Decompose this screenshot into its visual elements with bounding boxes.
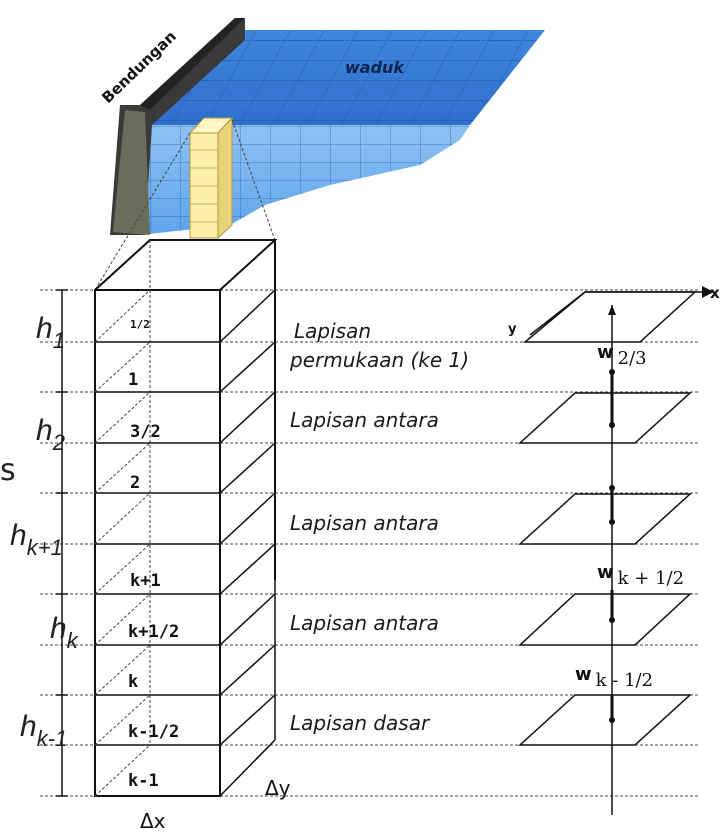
reservoir-illustration — [110, 18, 545, 240]
thickness-labels: h1 h2 hk+1 hk hk-1 — [10, 312, 79, 751]
cell-label: k+1/2 — [128, 622, 179, 642]
reservoir-label: waduk — [345, 58, 405, 77]
layer-label: Lapisan dasar — [290, 711, 431, 735]
thickness-label: h2 — [36, 414, 65, 455]
layer-label: Lapisan antara — [290, 511, 439, 535]
cell-label: k-1 — [128, 771, 159, 791]
delta-y-label: Δy — [265, 776, 291, 800]
layer-label: permukaan (ke 1) — [289, 348, 469, 372]
thickness-label: hk+1 — [10, 519, 63, 560]
thickness-label: hk — [50, 612, 79, 653]
cell-label: k+1 — [130, 571, 161, 591]
cell-label: 3/2 — [130, 422, 161, 442]
cell-label: 1 — [128, 370, 138, 390]
axis-x-label: x — [710, 284, 720, 302]
thickness-label: h1 — [36, 312, 65, 353]
layer-label: Lapisan antara — [290, 611, 439, 635]
cell-label: 2 — [130, 473, 140, 493]
layer-label: Lapisan — [294, 319, 371, 343]
thickness-brackets — [56, 289, 68, 797]
delta-x-label: Δx — [140, 809, 166, 833]
cell-label: 1/2 — [130, 318, 150, 331]
thickness-label: hk-1 — [20, 710, 67, 751]
layer-column-box — [94, 239, 278, 797]
cell-label: k — [128, 672, 138, 692]
cell-labels: 1/2 1 3/2 2 k+1 k+1/2 k k-1/2 k-1 — [128, 318, 179, 791]
layer-labels: Lapisan permukaan (ke 1) Lapisan antara … — [289, 319, 469, 735]
planes-diagram — [518, 286, 714, 815]
cell-label: k-1/2 — [128, 722, 179, 742]
layer-label: Lapisan antara — [290, 408, 439, 432]
side-letter: s — [0, 453, 16, 488]
axis-y-label: y — [508, 322, 517, 337]
